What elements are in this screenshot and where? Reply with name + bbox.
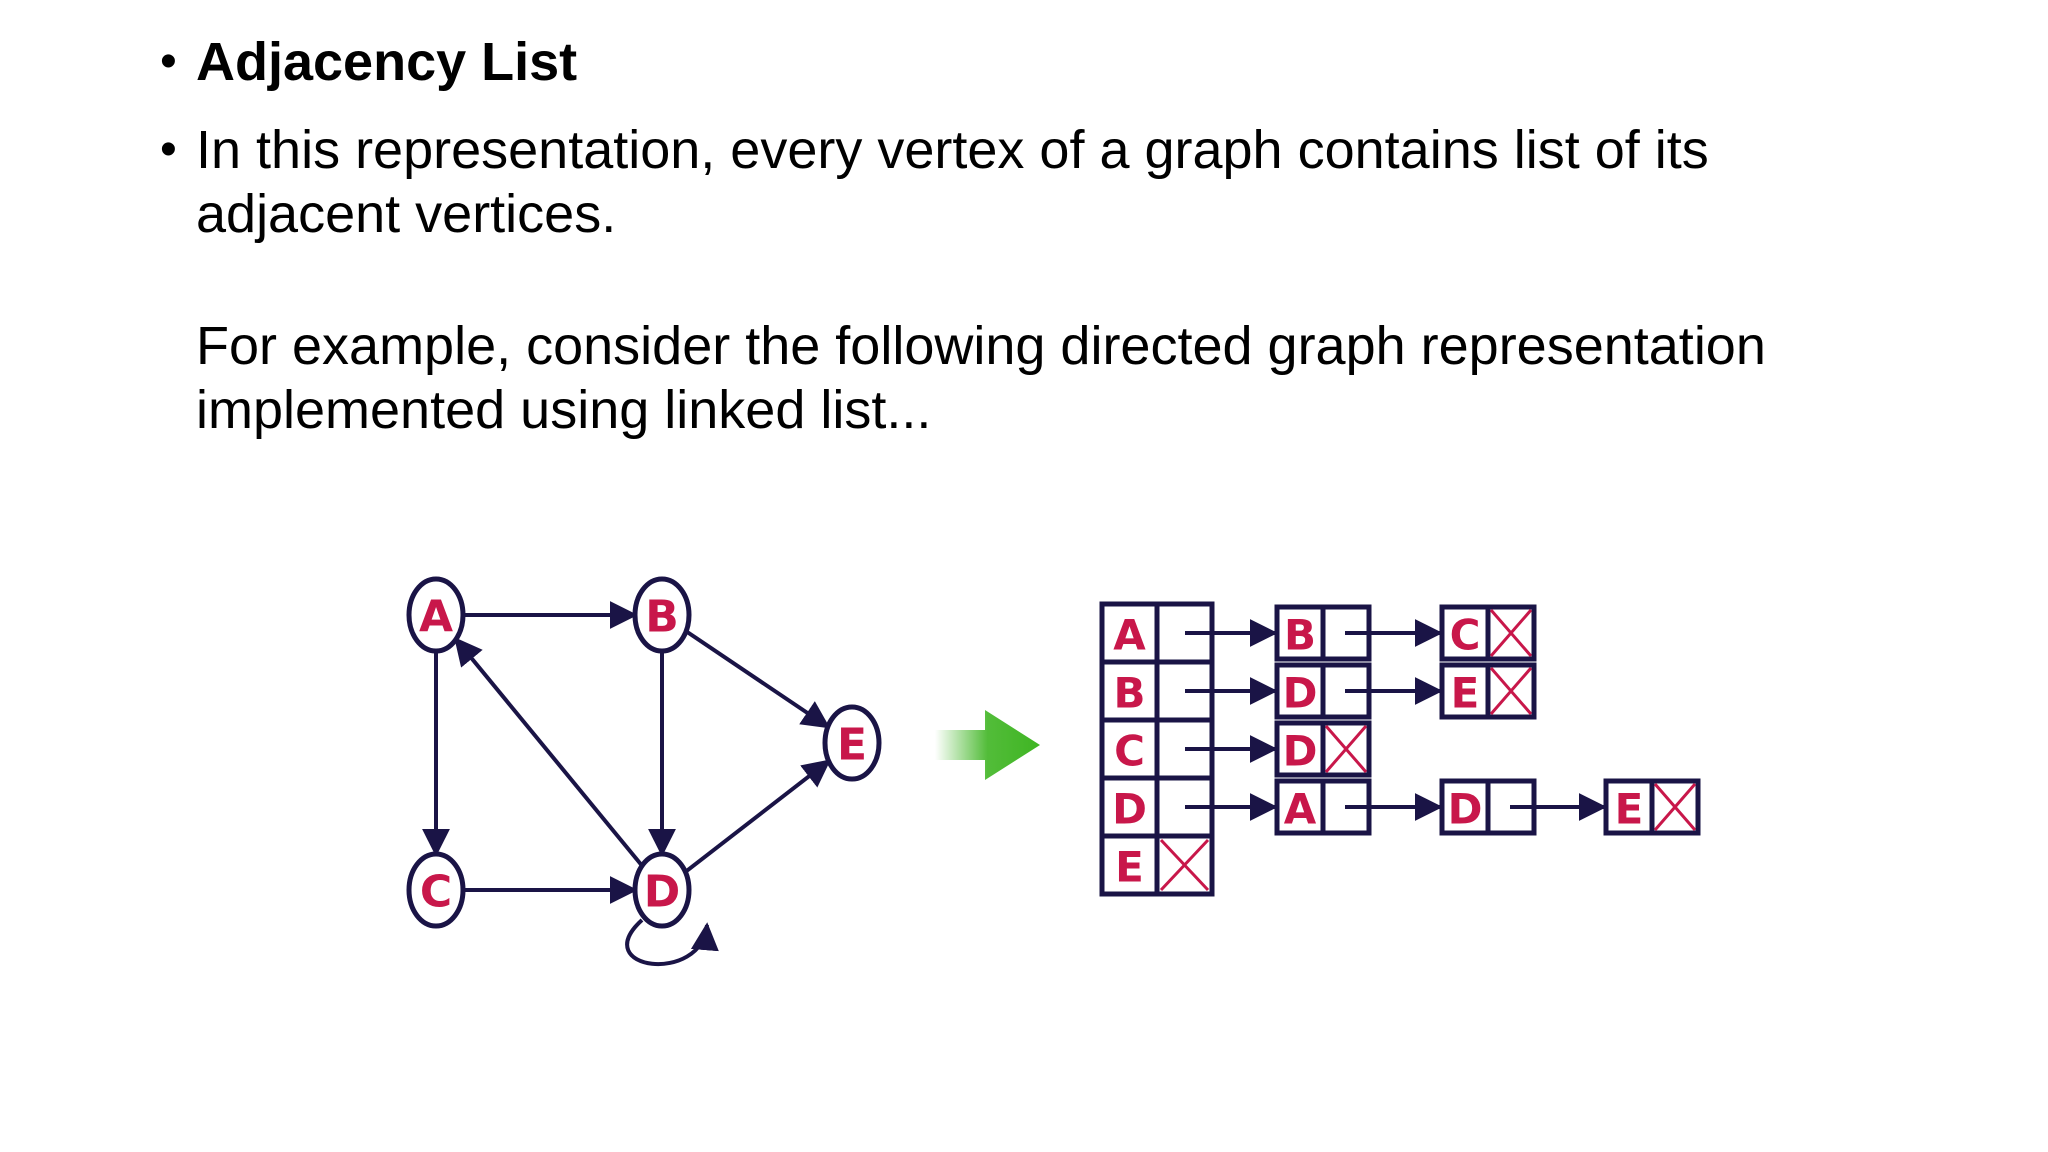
null-marker xyxy=(1489,667,1533,715)
head-vertex-label: E xyxy=(1115,843,1144,892)
graph-node-d: D xyxy=(632,851,692,929)
svg-text:A: A xyxy=(1284,785,1317,834)
svg-text:D: D xyxy=(1283,727,1318,776)
svg-text:A: A xyxy=(419,592,453,643)
list-row-a: A B C xyxy=(1099,601,1537,665)
example-paragraph: For example, consider the following dire… xyxy=(196,316,1766,440)
list-row-e: E xyxy=(1099,833,1215,897)
graph-node-b: B xyxy=(632,576,692,654)
svg-text:C: C xyxy=(420,867,452,918)
svg-text:D: D xyxy=(1283,669,1318,718)
svg-text:E: E xyxy=(1451,669,1480,718)
svg-text:E: E xyxy=(837,720,867,771)
bullet-title: • Adjacency List xyxy=(160,30,1920,94)
bullet-list: • Adjacency List • In this representatio… xyxy=(160,30,1920,442)
description-paragraph: In this representation, every vertex of … xyxy=(196,120,1709,244)
list-node-e: E xyxy=(1603,778,1701,836)
svg-text:D: D xyxy=(644,867,681,918)
edge-D-E xyxy=(684,759,831,874)
list-node-d: D xyxy=(1274,720,1372,778)
edge-B-E xyxy=(684,629,831,729)
head-vertex-cell xyxy=(1099,601,1160,665)
svg-text:E: E xyxy=(1615,785,1644,834)
bullet-dot: • xyxy=(160,123,177,176)
head-vertex-label: D xyxy=(1112,785,1147,834)
graph-node-c: C xyxy=(406,851,466,929)
head-vertex-label: A xyxy=(1113,611,1146,660)
head-vertex-cell xyxy=(1099,659,1160,723)
head-vertex-label: B xyxy=(1113,669,1145,718)
list-node-c: C xyxy=(1439,604,1537,662)
svg-text:B: B xyxy=(645,592,679,643)
graph-node-a: A xyxy=(406,576,466,654)
null-marker xyxy=(1653,783,1697,831)
null-marker xyxy=(1489,609,1533,657)
edge-D-A xyxy=(454,637,644,868)
green-transform-arrow xyxy=(935,710,1040,780)
null-marker xyxy=(1324,725,1368,773)
list-node-d: D xyxy=(1439,778,1537,836)
bullet-description: • In this representation, every vertex o… xyxy=(160,118,1920,442)
directed-graph: A B C D E xyxy=(406,576,882,967)
bullet-dot: • xyxy=(160,35,177,88)
bullet-title-text: Adjacency List xyxy=(196,32,578,92)
svg-text:D: D xyxy=(1448,785,1483,834)
svg-text:C: C xyxy=(1450,611,1481,660)
list-node-e: E xyxy=(1439,662,1537,720)
graph-node-e: E xyxy=(822,704,882,782)
head-vertex-label: C xyxy=(1114,727,1145,776)
edge-D-D xyxy=(625,918,719,967)
null-marker xyxy=(1159,838,1210,892)
svg-text:B: B xyxy=(1284,611,1316,660)
